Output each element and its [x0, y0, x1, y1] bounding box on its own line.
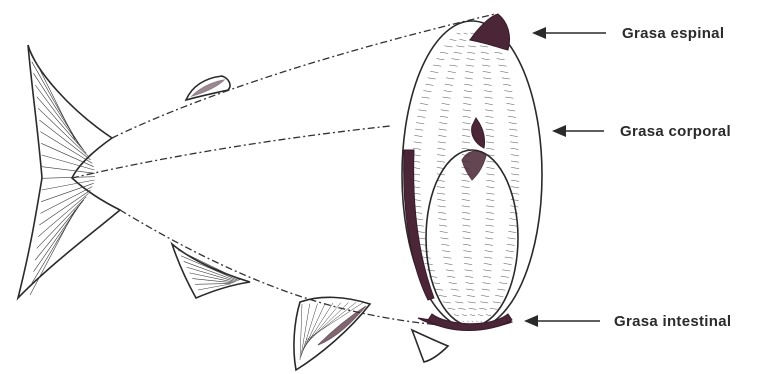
tail-fin — [18, 45, 120, 298]
arrow-body — [552, 125, 604, 137]
label-body-fat: Grasa corporal — [620, 123, 731, 140]
pelvic-fin — [412, 330, 448, 362]
spinal-fat-deposit — [470, 14, 510, 50]
cross-section — [402, 14, 542, 331]
ventral-fin — [172, 244, 250, 298]
arrow-intestinal — [524, 315, 600, 327]
body-fat-deposit — [404, 150, 434, 300]
dorsal-fin — [186, 76, 230, 100]
arrow-spinal — [532, 27, 606, 39]
label-spinal-fat: Grasa espinal — [622, 25, 724, 42]
label-intestinal-fat: Grasa intestinal — [614, 313, 731, 330]
anal-fin — [294, 297, 370, 370]
